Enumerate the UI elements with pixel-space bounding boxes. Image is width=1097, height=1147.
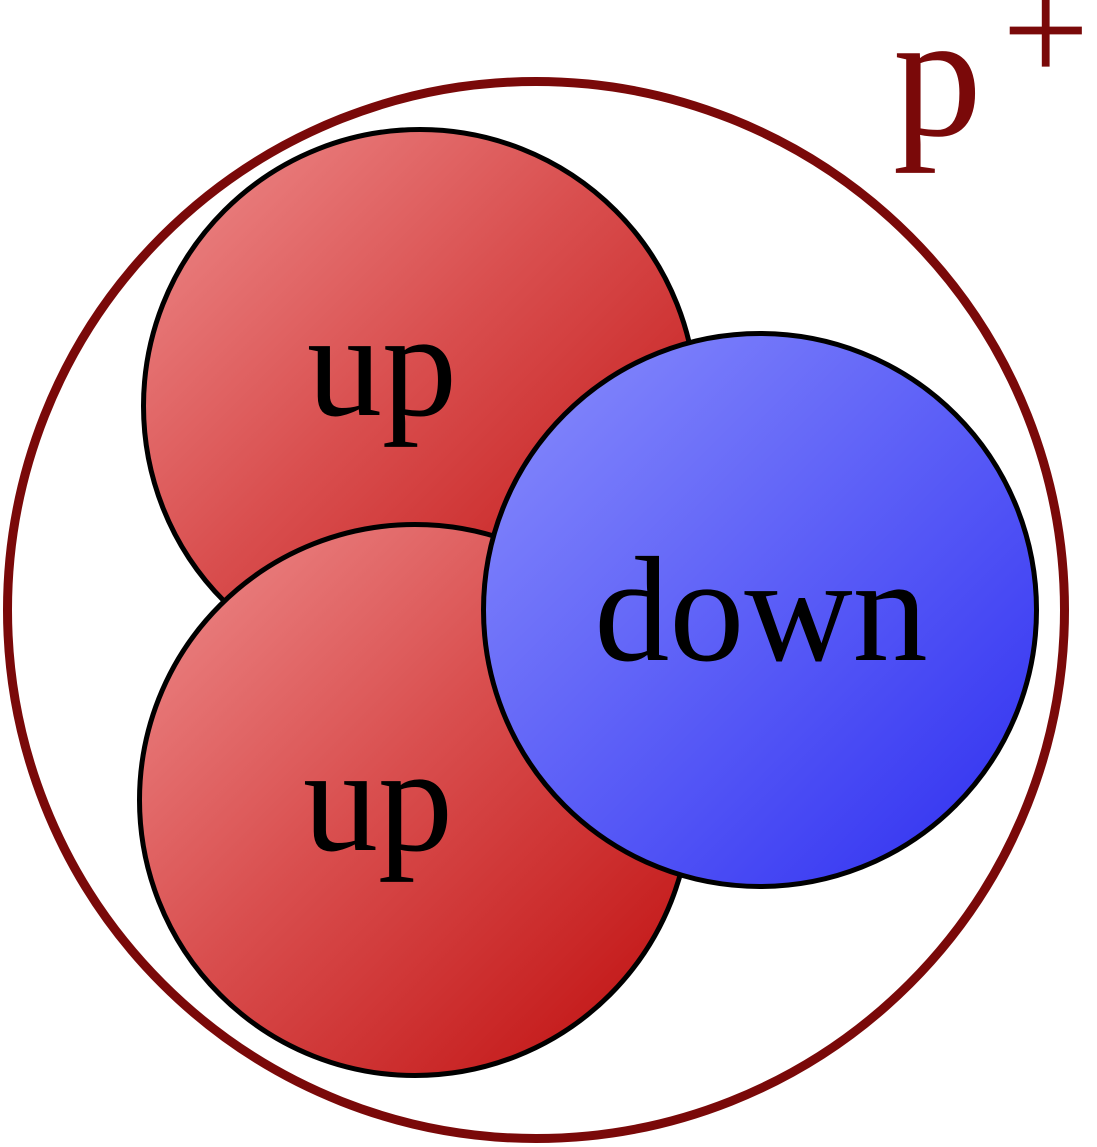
down-quark-circle <box>481 331 1039 889</box>
up-quark-label-bottom: up <box>303 717 453 883</box>
proton-boundary-circle <box>3 77 1069 1143</box>
proton-symbol: p <box>893 0 982 174</box>
up-quark-label-top: up <box>307 282 457 448</box>
proton-charge-superscript: + <box>1002 0 1090 116</box>
down-quark-label: down <box>594 527 928 693</box>
